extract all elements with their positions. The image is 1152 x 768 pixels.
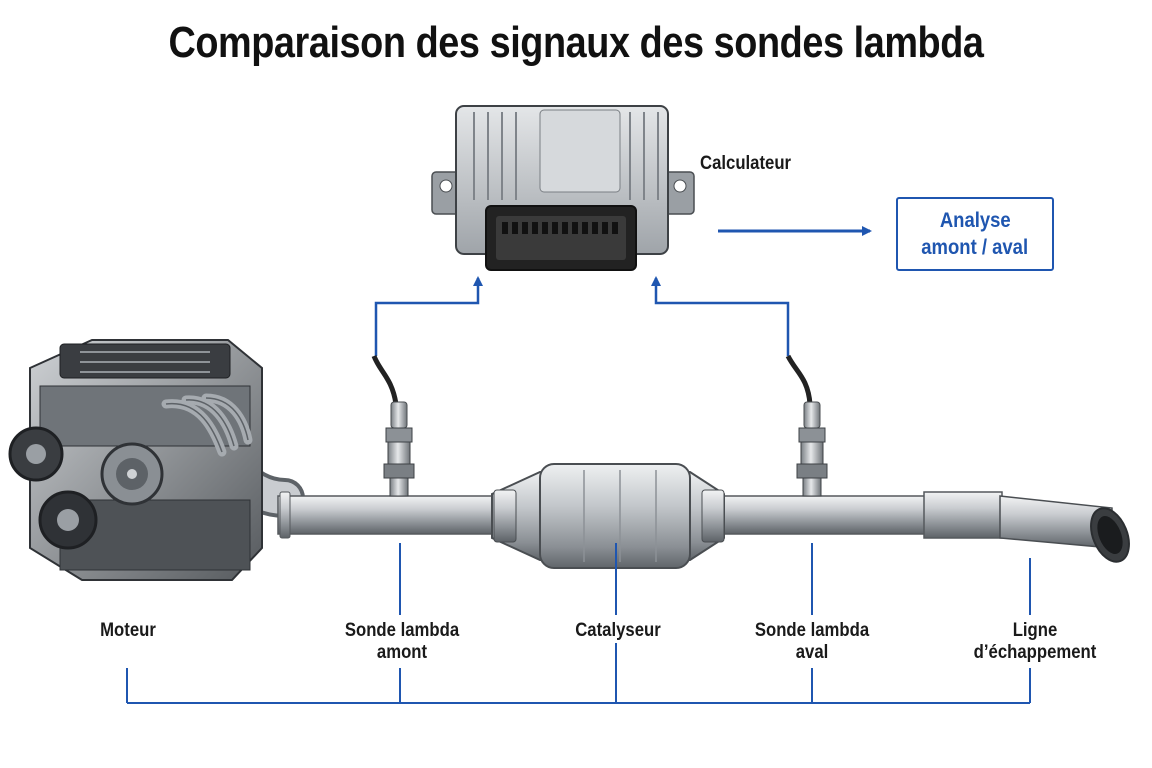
upstream-sensor-label: Sonde lambda amont	[344, 620, 460, 663]
engine-image	[8, 339, 263, 581]
component-bracket	[126, 543, 1031, 704]
catalyst-label: Catalyseur	[575, 620, 661, 641]
upstream-sensor-image	[371, 355, 415, 497]
catalytic-converter-image	[491, 463, 725, 569]
upstream-signal-arrow	[374, 276, 483, 356]
ecu-unit-image	[431, 105, 695, 271]
analysis-box: Analyse amont / aval	[896, 197, 1054, 271]
exhaust-line-label: Ligne d’échappement	[973, 620, 1097, 663]
downstream-sensor-image	[785, 354, 828, 497]
downstream-signal-arrow	[651, 276, 790, 356]
downstream-sensor-label: Sonde lambda aval	[754, 620, 870, 663]
ecu-label: Calculateur	[700, 153, 792, 174]
analysis-line-1: Analyse	[939, 209, 1011, 232]
analysis-line-2: amont / aval	[921, 236, 1029, 259]
diagram-title: Comparaison des signaux des sondes lambd…	[168, 18, 984, 67]
engine-label: Moteur	[100, 620, 156, 641]
